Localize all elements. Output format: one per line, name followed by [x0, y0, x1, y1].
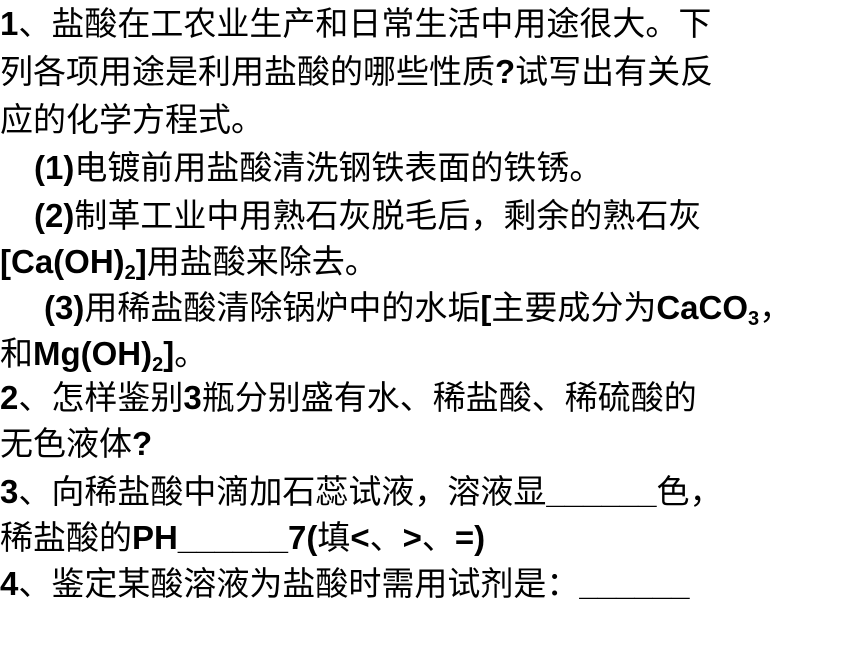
q1-sub-3-bracket: [ — [480, 289, 492, 326]
q1-sub-2: (2)制革工业中用熟石灰脱毛后，剩余的熟石灰 — [34, 194, 701, 238]
q1-question-mark: ? — [495, 53, 516, 90]
q1-sub-3-formula: CaCO3 — [656, 289, 760, 330]
q3-sep-2: 、 — [421, 518, 455, 557]
q1-sub-1-label: (1) — [34, 149, 75, 186]
q2-line-1: 2、怎样鉴别3瓶分别盛有水、稀盐酸、稀硫酸的 — [0, 376, 697, 420]
q4-number: 4 — [0, 565, 19, 602]
q2-number: 2 — [0, 379, 19, 416]
q1-sub-3-line-2: 和Mg(OH)2]。 — [0, 332, 207, 376]
q2-text-2: 无色液体 — [0, 424, 132, 463]
q1-text-line-3: 应的化学方程式。 — [0, 100, 264, 139]
q3-text-1b: 色， — [656, 472, 723, 511]
q3-ph-blank: PH______7( — [132, 519, 318, 556]
q3-eq: =) — [454, 519, 486, 556]
q1-sub-2-text-2: 用盐酸来除去。 — [146, 242, 378, 281]
q1-sub-3b-end: 。 — [174, 334, 208, 373]
q1-number: 1 — [0, 5, 19, 42]
q1-sub-2-formula: [Ca(OH)2] — [0, 243, 147, 284]
q1-text-line-1: 、盐酸在工农业生产和日常生活中用途很大。下 — [18, 4, 712, 43]
q1-sub-2-label: (2) — [34, 197, 75, 234]
q2-count: 3 — [183, 379, 202, 416]
q1-sub-3b-text: 和 — [0, 334, 33, 373]
q2-text-1b: 瓶分别盛有水、稀盐酸、稀硫酸的 — [201, 378, 697, 417]
q4-text-1: 、鉴定某酸溶液为盐酸时需用试剂是： — [18, 564, 580, 603]
q3-blank-1: ______ — [546, 473, 657, 510]
q3-lt: < — [350, 519, 370, 556]
q3-number: 3 — [0, 473, 19, 510]
q1-line-1: 1、盐酸在工农业生产和日常生活中用途很大。下 — [0, 2, 711, 46]
q4-line-1: 4、鉴定某酸溶液为盐酸时需用试剂是：______ — [0, 562, 689, 606]
q1-text-line-2b: 试写出有关反 — [515, 52, 714, 91]
q1-sub-3-text-2: 主要成分为 — [491, 288, 657, 327]
q1-sub-3-label: (3) — [44, 289, 85, 326]
q2-question-mark: ? — [132, 425, 153, 462]
q3-fill-word: 填 — [317, 518, 351, 557]
q1-line-2: 列各项用途是利用盐酸的哪些性质?试写出有关反 — [0, 50, 713, 94]
q2-line-2: 无色液体? — [0, 422, 152, 466]
q3-line-1: 3、向稀盐酸中滴加石蕊试液，溶液显______色， — [0, 470, 722, 514]
q1-sub-3-comma: ， — [759, 288, 793, 327]
q4-blank: ______ — [579, 565, 690, 602]
q3-text-1a: 、向稀盐酸中滴加石蕊试液，溶液显 — [18, 472, 547, 511]
q3-line-2: 稀盐酸的PH______7(填<、>、=) — [0, 516, 485, 560]
q1-sub-1: (1)电镀前用盐酸清洗钢铁表面的铁锈。 — [34, 146, 602, 190]
q1-sub-3: (3)用稀盐酸清除锅炉中的水垢[主要成分为CaCO3， — [44, 286, 792, 330]
q3-sep-1: 、 — [369, 518, 403, 557]
q1-line-3: 应的化学方程式。 — [0, 98, 264, 142]
q1-sub-2-text: 制革工业中用熟石灰脱毛后，剩余的熟石灰 — [74, 196, 702, 235]
q1-sub-1-text: 电镀前用盐酸清洗钢铁表面的铁锈。 — [74, 148, 603, 187]
q1-sub-2-line-2: [Ca(OH)2]用盐酸来除去。 — [0, 240, 378, 284]
q2-text-1a: 、怎样鉴别 — [18, 378, 184, 417]
q3-text-2a: 稀盐酸的 — [0, 518, 132, 557]
q3-gt: > — [402, 519, 422, 556]
q1-text-line-2a: 列各项用途是利用盐酸的哪些性质 — [0, 52, 495, 91]
q1-sub-3-text: 用稀盐酸清除锅炉中的水垢 — [84, 288, 481, 327]
q1-sub-3b-formula: Mg(OH)2] — [33, 335, 175, 376]
